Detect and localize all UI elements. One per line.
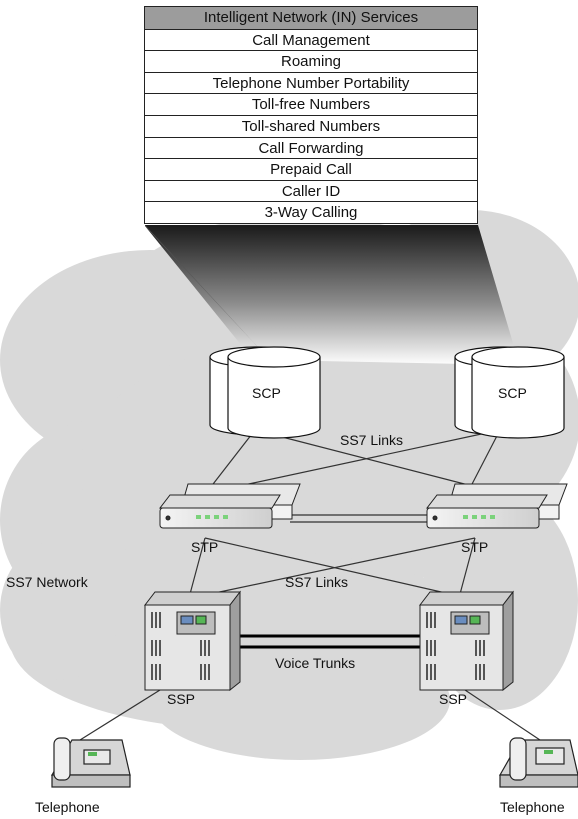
funnel-shape bbox=[145, 225, 518, 365]
voice-trunks bbox=[233, 634, 420, 649]
scp-right-label: SCP bbox=[498, 385, 527, 401]
voice-trunks-label: Voice Trunks bbox=[275, 655, 356, 671]
service-row: Toll-shared Numbers bbox=[145, 114, 477, 137]
service-row: Prepaid Call bbox=[145, 158, 477, 180]
stp-left-icon bbox=[158, 483, 301, 529]
service-row: Caller ID bbox=[145, 179, 477, 202]
ss7-links-top-label: SS7 Links bbox=[340, 432, 404, 448]
ss7-network-label: SS7 Network bbox=[6, 574, 88, 590]
stp-right-label: STP bbox=[461, 539, 489, 555]
scp-left-icon bbox=[209, 346, 321, 439]
service-row: Call Management bbox=[145, 28, 477, 51]
ss7-links-mid-label: SS7 Links bbox=[285, 574, 349, 590]
ssp-left-icon bbox=[143, 590, 242, 692]
service-row: Call Forwarding bbox=[145, 136, 477, 159]
service-row: Roaming bbox=[145, 50, 477, 72]
ssp-right-icon bbox=[418, 590, 515, 692]
ssp-right-label: SSP bbox=[439, 691, 468, 707]
stp-left-label: STP bbox=[191, 539, 219, 555]
telephone-left-icon bbox=[50, 737, 131, 788]
ssp-left-label: SSP bbox=[167, 691, 196, 707]
scp-right-icon bbox=[454, 346, 565, 439]
ss7-links bbox=[79, 429, 541, 741]
telephone-right-label: Telephone bbox=[500, 799, 565, 815]
scp-left-label: SCP bbox=[252, 385, 281, 401]
service-row: Toll-free Numbers bbox=[145, 93, 477, 115]
in-services-table: Intelligent Network (IN) Services Call M… bbox=[144, 6, 478, 224]
service-row: 3-Way Calling bbox=[145, 201, 477, 223]
telephone-left-label: Telephone bbox=[35, 799, 100, 815]
in-services-header: Intelligent Network (IN) Services bbox=[145, 7, 477, 29]
telephone-right-icon bbox=[498, 737, 578, 788]
service-row: Telephone Number Portability bbox=[145, 71, 477, 94]
stp-right-icon bbox=[425, 483, 568, 529]
